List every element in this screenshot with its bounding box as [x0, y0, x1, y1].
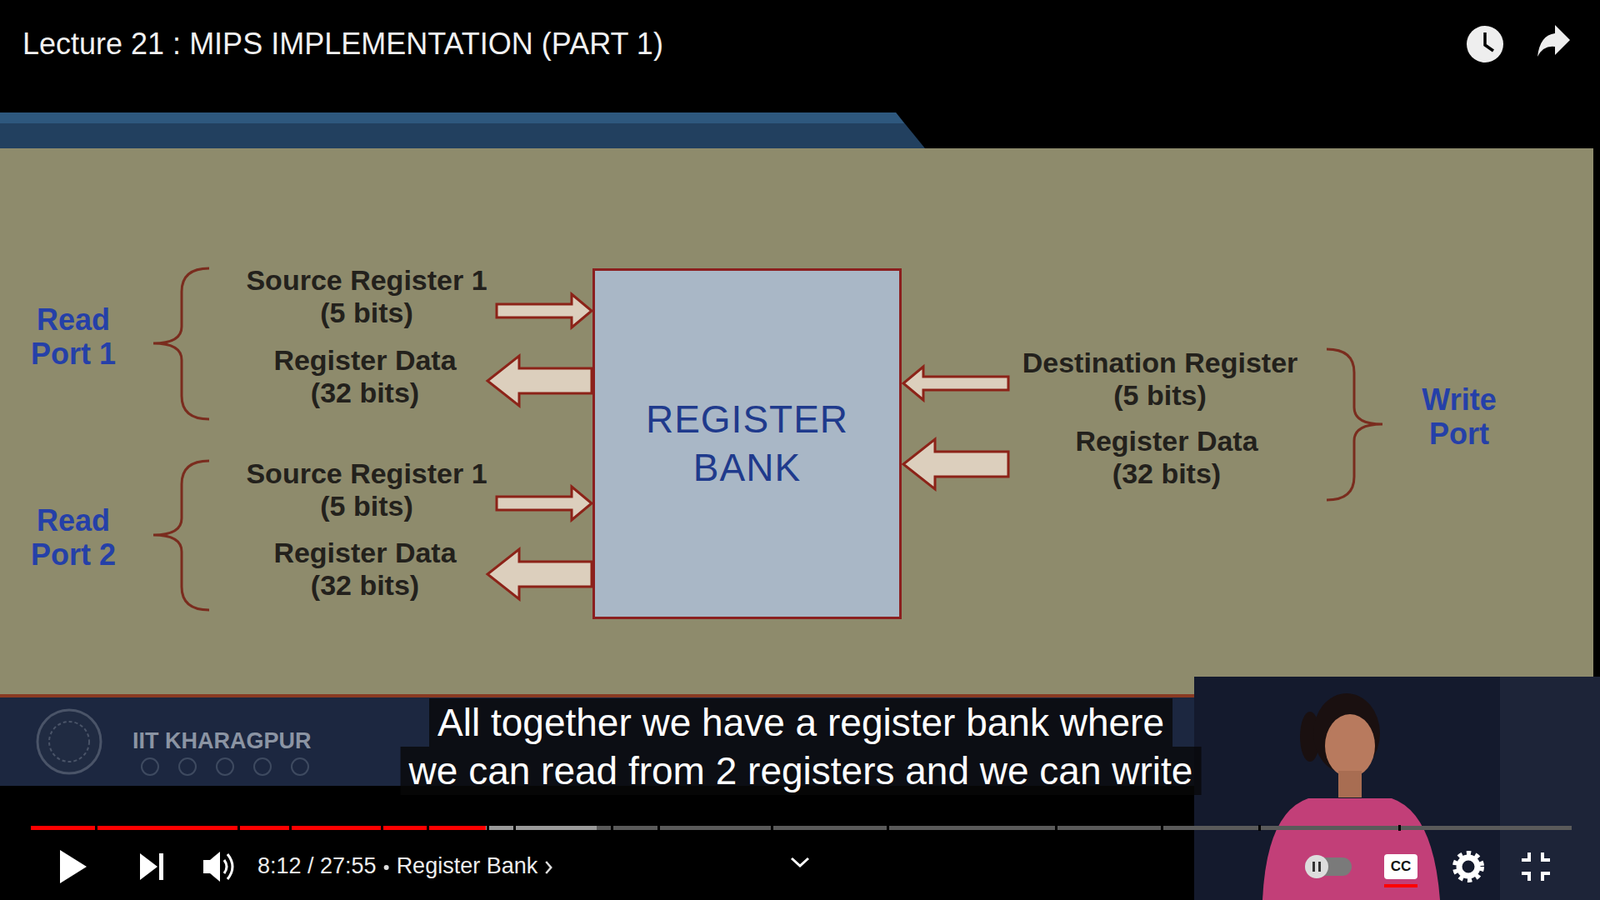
signal-name: Register Data (32 bits) [261, 536, 469, 602]
expand-chevron [791, 858, 809, 866]
fullscreen-exit-icon [1521, 852, 1550, 881]
signal-name: Source Register 1 (5 bits) [238, 457, 495, 523]
cc-badge [1384, 854, 1418, 880]
caption-line: All together we have a register bank whe… [429, 698, 1173, 747]
cc-badge-text: CC [1390, 858, 1412, 875]
presenter-video [1194, 676, 1600, 900]
separator-dot [384, 865, 390, 870]
volume-icon [203, 851, 233, 882]
chapter-title: Register Bank [396, 853, 539, 880]
next-icon [140, 853, 164, 880]
slide-band-highlight [0, 112, 905, 124]
institute-name: IIT KHARAGPUR [132, 728, 312, 755]
port-name: Read Port 2 [16, 503, 131, 573]
signal-name: Source Register 1 (5 bits) [238, 264, 495, 330]
signal-name: Destination Register (5 bits) [1014, 346, 1306, 412]
video-title: Lecture 21 : MIPS IMPLEMENTATION (PART 1… [22, 26, 664, 61]
box-title: REGISTER BANK [622, 395, 873, 492]
port-name: Read Port 1 [16, 302, 131, 372]
footer-icons [141, 758, 309, 775]
time-display: 8:12 / 27:55 [257, 853, 377, 880]
watch-later-icon [1466, 25, 1504, 63]
register-bank-box: REGISTER BANK [592, 268, 902, 620]
institute-logo [49, 721, 90, 762]
signal-name: Register Data (32 bits) [1063, 425, 1270, 490]
signal-name: Register Data (32 bits) [261, 344, 469, 410]
cc-underline [1384, 884, 1418, 888]
autoplay-toggle [1305, 855, 1352, 879]
caption-line: we can read from 2 registers and we can … [400, 746, 1202, 795]
port-name: Write Port [1410, 382, 1507, 452]
share-icon [1537, 25, 1570, 57]
settings-icon [1455, 853, 1482, 880]
slide-ground [0, 148, 1594, 695]
slide-band [0, 112, 925, 149]
institute-logo [37, 710, 101, 774]
chapter-chevron [545, 861, 551, 874]
progress-bar [30, 825, 1572, 831]
play-icon [60, 850, 87, 884]
